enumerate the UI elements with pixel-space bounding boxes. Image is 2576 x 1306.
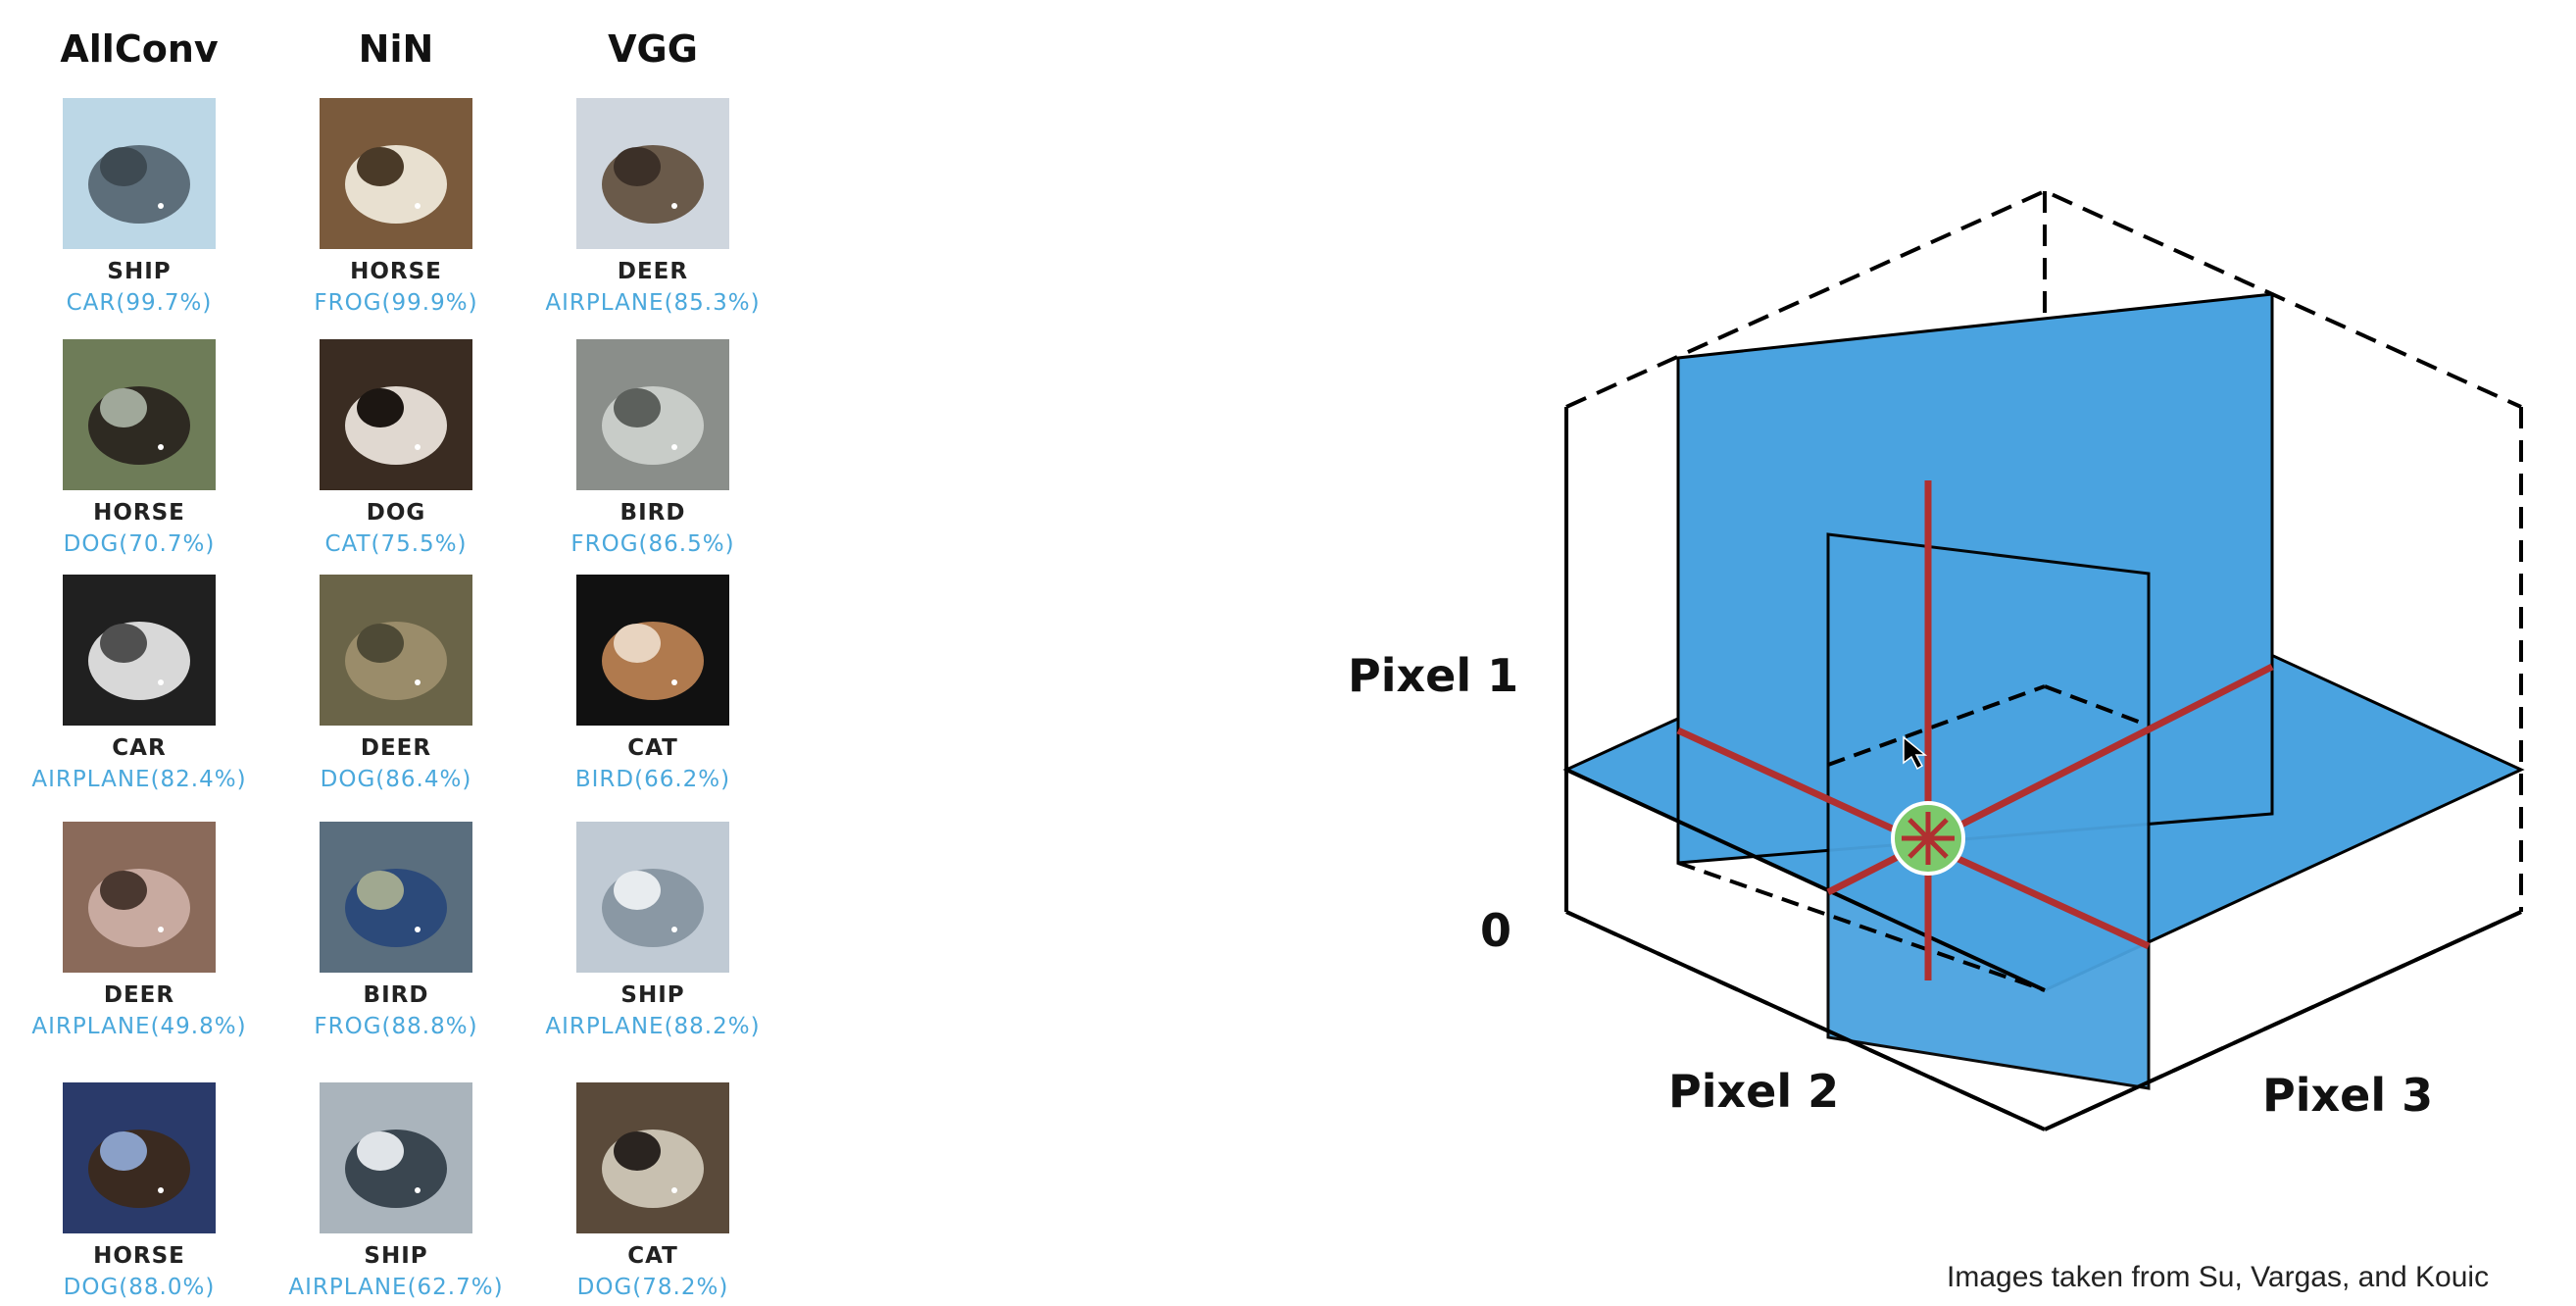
- true-label: HORSE: [93, 1243, 185, 1269]
- adversarial-prediction: DOG(70.7%): [63, 531, 216, 557]
- true-label: DEER: [360, 735, 432, 761]
- true-label: HORSE: [350, 259, 442, 284]
- perturbed-pixel: [158, 203, 164, 209]
- cifar-thumbnail: [63, 822, 216, 973]
- adversarial-prediction: AIRPLANE(62.7%): [288, 1275, 504, 1300]
- grid-cell: SHIP CAR(99.7%): [12, 98, 267, 316]
- adversarial-prediction: FROG(88.8%): [314, 1014, 478, 1039]
- cifar-thumbnail: [63, 98, 216, 249]
- cifar-thumbnail: [63, 575, 216, 726]
- true-label: BIRD: [619, 500, 686, 526]
- mouse-cursor-icon: [1903, 735, 1928, 771]
- cube-front-edge: [1565, 910, 2046, 1131]
- perturbed-pixel: [671, 203, 677, 209]
- perturbed-pixel: [415, 1187, 421, 1193]
- adversarial-prediction: AIRPLANE(88.2%): [545, 1014, 761, 1039]
- grid-cell: DOG CAT(75.5%): [269, 339, 523, 557]
- axis-label-pixel-2: Pixel 2: [1668, 1065, 1840, 1118]
- axis-label-pixel-1: Pixel 1: [1348, 649, 1519, 702]
- column-header-nin: NiN: [358, 27, 434, 71]
- cifar-thumbnail: [63, 1082, 216, 1233]
- grid-cell: HORSE FROG(99.9%): [269, 98, 523, 316]
- perturbed-pixel: [671, 679, 677, 685]
- cube-back-edge: [1565, 188, 2522, 409]
- cifar-thumbnail: [576, 339, 729, 490]
- true-label: DOG: [366, 500, 426, 526]
- true-label: DEER: [103, 982, 175, 1008]
- grid-cell: HORSE DOG(88.0%): [12, 1082, 267, 1300]
- true-label: CAT: [627, 1243, 678, 1269]
- adversarial-prediction: FROG(86.5%): [570, 531, 735, 557]
- grid-cell: DEER AIRPLANE(49.8%): [12, 822, 267, 1039]
- true-label: SHIP: [620, 982, 685, 1008]
- adversarial-prediction: BIRD(66.2%): [574, 767, 731, 792]
- adversarial-prediction: FROG(99.9%): [314, 290, 478, 316]
- grid-cell: HORSE DOG(70.7%): [12, 339, 267, 557]
- true-label: CAR: [112, 735, 167, 761]
- grid-cell: DEER AIRPLANE(85.3%): [525, 98, 780, 316]
- perturbed-pixel: [415, 679, 421, 685]
- plane-dashed-line: [2044, 684, 2150, 728]
- cifar-thumbnail: [320, 1082, 472, 1233]
- cifar-thumbnail: [576, 575, 729, 726]
- pixel-space-diagram: [1562, 188, 2525, 1132]
- cifar-thumbnail: [576, 822, 729, 973]
- perturbed-pixel: [158, 927, 164, 932]
- perturbed-pixel: [415, 203, 421, 209]
- adversarial-prediction: DOG(86.4%): [320, 767, 472, 792]
- true-label: BIRD: [363, 982, 429, 1008]
- cube-front-edge: [2044, 910, 2522, 1131]
- perturbed-pixel: [158, 444, 164, 450]
- true-label: CAT: [627, 735, 678, 761]
- perturbed-pixel: [671, 444, 677, 450]
- cifar-thumbnail: [63, 339, 216, 490]
- cube-front-edge: [1565, 768, 2046, 992]
- adversarial-prediction: CAT(75.5%): [324, 531, 468, 557]
- true-label: DEER: [617, 259, 689, 284]
- adversarial-prediction: AIRPLANE(85.3%): [545, 290, 761, 316]
- grid-cell: SHIP AIRPLANE(62.7%): [269, 1082, 523, 1300]
- cifar-thumbnail: [320, 575, 472, 726]
- adversarial-prediction: DOG(88.0%): [63, 1275, 216, 1300]
- true-label: HORSE: [93, 500, 185, 526]
- adversarial-prediction: AIRPLANE(82.4%): [31, 767, 247, 792]
- perturbed-pixel: [158, 679, 164, 685]
- column-header-allconv: AllConv: [60, 27, 219, 71]
- adversarial-prediction: DOG(78.2%): [576, 1275, 729, 1300]
- adversarial-prediction: AIRPLANE(49.8%): [31, 1014, 247, 1039]
- adversarial-prediction: CAR(99.7%): [66, 290, 213, 316]
- cifar-thumbnail: [320, 339, 472, 490]
- perturbed-pixel: [158, 1187, 164, 1193]
- grid-cell: BIRD FROG(88.8%): [269, 822, 523, 1039]
- axis-label-pixel-3: Pixel 3: [2262, 1069, 2434, 1122]
- column-header-vgg: VGG: [608, 27, 698, 71]
- cifar-thumbnail: [320, 822, 472, 973]
- grid-cell: CAR AIRPLANE(82.4%): [12, 575, 267, 792]
- plane-dashed-line: [1827, 684, 2046, 767]
- perturbed-pixel: [415, 927, 421, 932]
- true-label: SHIP: [107, 259, 172, 284]
- axis-label-origin: 0: [1480, 904, 1512, 957]
- perturbed-pixel: [671, 1187, 677, 1193]
- perturbed-pixel: [415, 444, 421, 450]
- grid-cell: DEER DOG(86.4%): [269, 575, 523, 792]
- cifar-thumbnail: [576, 1082, 729, 1233]
- true-label: SHIP: [364, 1243, 428, 1269]
- grid-cell: CAT BIRD(66.2%): [525, 575, 780, 792]
- grid-cell: SHIP AIRPLANE(88.2%): [525, 822, 780, 1039]
- perturbed-pixel: [671, 927, 677, 932]
- grid-cell: CAT DOG(78.2%): [525, 1082, 780, 1300]
- plane-dashed-line: [1677, 861, 2046, 992]
- cifar-thumbnail: [320, 98, 472, 249]
- grid-cell: BIRD FROG(86.5%): [525, 339, 780, 557]
- image-citation: Images taken from Su, Vargas, and Kouic: [1947, 1261, 2490, 1293]
- cifar-thumbnail: [576, 98, 729, 249]
